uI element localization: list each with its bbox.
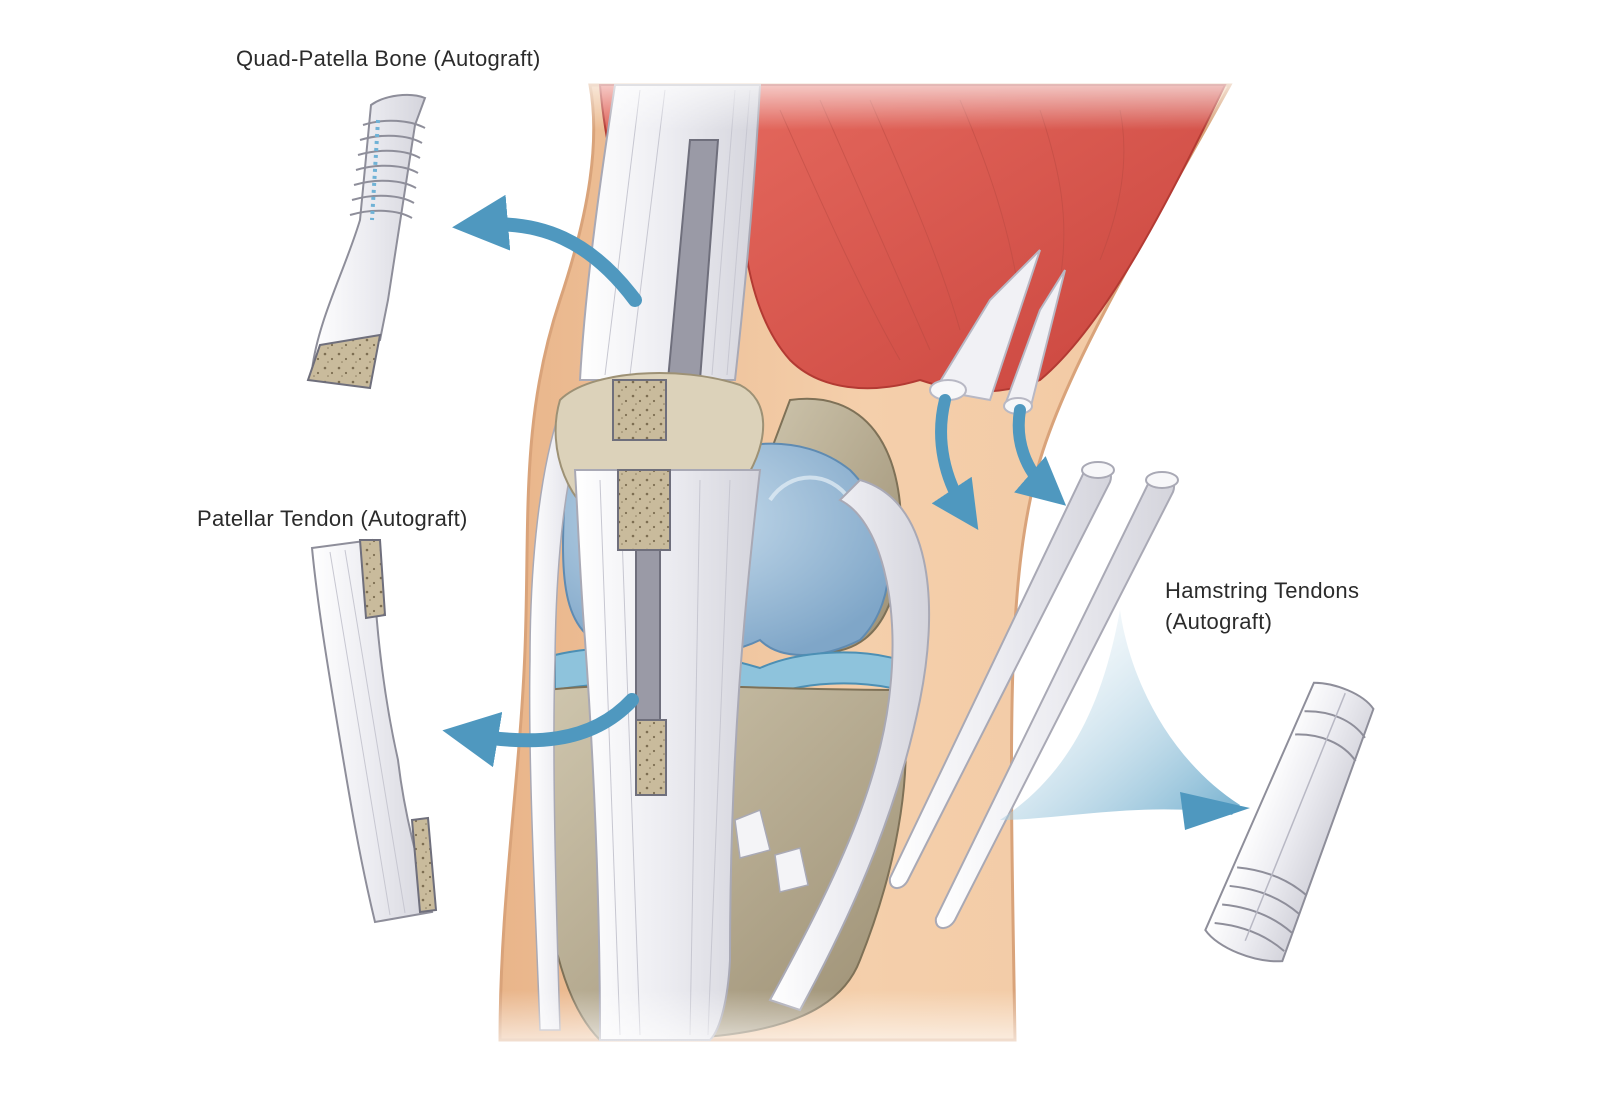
hamstring-label-line2: (Autograft): [1165, 609, 1273, 634]
tendon-fibers-upper: [604, 89, 751, 376]
tibia-stub-1: [734, 808, 771, 859]
curved-arrow-icon: [442, 194, 1067, 768]
patella-bone-window-upper: [612, 379, 667, 441]
hamstring-bundle-icon: [1204, 681, 1375, 963]
hamstring-transfer-fan: [1000, 610, 1240, 820]
tibia-stub-2: [774, 847, 809, 893]
tendon-fibers-lower: [599, 479, 731, 1036]
hamstring-tendon-icon: [888, 461, 1179, 929]
quadriceps-muscle: [737, 84, 1227, 393]
quad-patella-label: Quad-Patella Bone (Autograft): [236, 46, 541, 71]
patellar-tendon-label: Patellar Tendon (Autograft): [197, 506, 468, 531]
hamstring-label-line1: Hamstring Tendons: [1165, 578, 1360, 603]
quad-patella-graft-icon: [306, 93, 427, 390]
patella-bone-window-lower: [617, 469, 671, 551]
patellar-harvest-slot: [635, 549, 661, 721]
hamstring-label: Hamstring Tendons (Autograft): [1165, 575, 1359, 637]
hamstring-stump-1: [933, 249, 1041, 402]
patellar-tendon-graft-icon: [310, 538, 438, 924]
bundle-arrow-head-icon: [1180, 792, 1250, 830]
tibial-bone-window: [635, 719, 667, 796]
